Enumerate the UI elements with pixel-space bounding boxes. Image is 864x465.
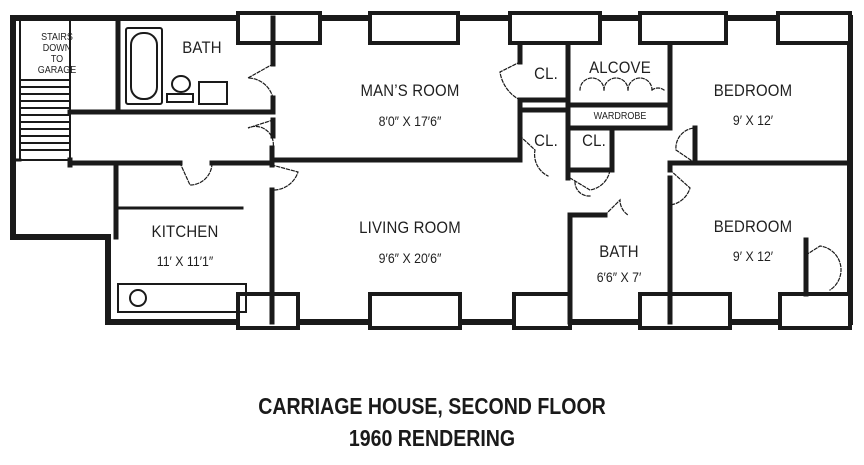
floor-plan (10, 11, 853, 330)
toilet (166, 75, 228, 105)
closet-label-3: CL. (582, 131, 606, 150)
bathtub (125, 27, 163, 105)
stair-block (11, 158, 244, 210)
alcove-label: ALCOVE (589, 58, 651, 77)
stairs-label: STAIRS DOWN TO GARAGE (37, 32, 77, 76)
caption-line-2: 1960 RENDERING (348, 425, 516, 451)
bedroom-1-dimensions: 9′ X 12′ (732, 112, 774, 128)
interior-walls (67, 15, 853, 325)
kitchen-counter (117, 283, 247, 313)
bath-top-label: BATH (182, 38, 222, 57)
mans-room-dimensions: 8′0″ X 17′6″ (378, 113, 442, 129)
stairs (19, 19, 71, 161)
bedroom-1-label: BEDROOM (713, 81, 793, 100)
kitchen-dimensions: 11′ X 11′1″ (156, 253, 214, 269)
living-room-dimensions: 9′6″ X 20′6″ (378, 250, 442, 266)
caption-line-1: CARRIAGE HOUSE, SECOND FLOOR (258, 393, 606, 419)
closet-label-2: CL. (534, 131, 558, 150)
exterior-walls (10, 15, 853, 325)
bath-bottom-label: BATH (599, 242, 639, 261)
kitchen-label: KITCHEN (151, 222, 219, 241)
wardrobe-label: WARDROBE (593, 111, 647, 122)
closet-label-1: CL. (534, 64, 558, 83)
bedroom-2-label: BEDROOM (713, 217, 793, 236)
living-room-label: LIVING ROOM (359, 218, 461, 237)
mans-room-label: MAN’S ROOM (360, 81, 460, 100)
bath-bottom-dimensions: 6′6″ X 7′ (596, 269, 642, 285)
door-swings (179, 61, 842, 291)
bedroom-2-dimensions: 9′ X 12′ (732, 248, 774, 264)
